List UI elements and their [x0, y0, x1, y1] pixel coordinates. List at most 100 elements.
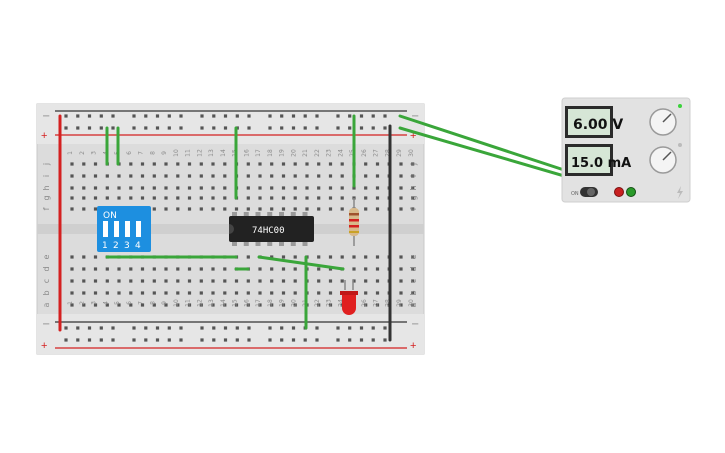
- breadboard-hole[interactable]: [411, 291, 415, 295]
- breadboard-hole[interactable]: [223, 326, 228, 330]
- breadboard-hole[interactable]: [364, 279, 368, 283]
- breadboard-hole[interactable]: [280, 338, 284, 342]
- breadboard-hole[interactable]: [317, 291, 321, 295]
- dip-toggle-2[interactable]: [114, 221, 119, 237]
- breadboard-hole[interactable]: [411, 255, 415, 259]
- breadboard-hole[interactable]: [375, 267, 380, 271]
- breadboard-hole[interactable]: [281, 207, 286, 211]
- breadboard-hole[interactable]: [199, 162, 203, 166]
- breadboard-hole[interactable]: [164, 267, 168, 271]
- breadboard-hole[interactable]: [199, 267, 203, 271]
- dip-toggle-3[interactable]: [125, 221, 130, 237]
- breadboard-hole[interactable]: [64, 126, 68, 130]
- breadboard-hole[interactable]: [270, 255, 274, 259]
- breadboard-hole[interactable]: [152, 207, 156, 211]
- breadboard-hole[interactable]: [270, 279, 274, 283]
- breadboard-hole[interactable]: [371, 126, 375, 130]
- breadboard-hole[interactable]: [270, 196, 274, 200]
- breadboard-hole[interactable]: [164, 207, 168, 211]
- breadboard-hole[interactable]: [87, 114, 92, 118]
- breadboard-hole[interactable]: [246, 255, 250, 259]
- breadboard-hole[interactable]: [375, 186, 380, 190]
- breadboard-hole[interactable]: [246, 207, 250, 211]
- breadboard-hole[interactable]: [211, 162, 215, 166]
- breadboard-hole[interactable]: [140, 279, 145, 283]
- breadboard-hole[interactable]: [411, 207, 415, 211]
- breadboard-hole[interactable]: [246, 174, 250, 178]
- breadboard-hole[interactable]: [281, 255, 286, 259]
- breadboard-hole[interactable]: [399, 207, 403, 211]
- breadboard-hole[interactable]: [270, 207, 274, 211]
- breadboard-hole[interactable]: [64, 114, 68, 118]
- breadboard-hole[interactable]: [200, 338, 204, 342]
- breadboard-hole[interactable]: [144, 326, 148, 330]
- breadboard-hole[interactable]: [340, 186, 344, 190]
- breadboard-hole[interactable]: [234, 291, 239, 295]
- breadboard-hole[interactable]: [411, 303, 415, 307]
- breadboard-hole[interactable]: [117, 303, 121, 307]
- breadboard-hole[interactable]: [293, 255, 297, 259]
- breadboard-hole[interactable]: [375, 279, 380, 283]
- breadboard-hole[interactable]: [187, 303, 192, 307]
- breadboard-holes[interactable]: [64, 114, 415, 342]
- breadboard-hole[interactable]: [152, 267, 156, 271]
- breadboard-hole[interactable]: [70, 279, 74, 283]
- breadboard-hole[interactable]: [199, 291, 203, 295]
- breadboard-hole[interactable]: [82, 291, 86, 295]
- breadboard-hole[interactable]: [328, 279, 333, 283]
- breadboard-hole[interactable]: [305, 174, 309, 178]
- breadboard-hole[interactable]: [328, 267, 333, 271]
- breadboard-hole[interactable]: [411, 267, 415, 271]
- breadboard-hole[interactable]: [111, 326, 115, 330]
- breadboard-hole[interactable]: [340, 174, 344, 178]
- breadboard-hole[interactable]: [129, 303, 133, 307]
- breadboard-hole[interactable]: [117, 196, 121, 200]
- breadboard-hole[interactable]: [375, 196, 380, 200]
- breadboard-hole[interactable]: [200, 126, 204, 130]
- breadboard-hole[interactable]: [317, 196, 321, 200]
- breadboard-hole[interactable]: [82, 303, 86, 307]
- breadboard-hole[interactable]: [93, 162, 98, 166]
- breadboard-hole[interactable]: [315, 338, 319, 342]
- breadboard-hole[interactable]: [199, 174, 203, 178]
- breadboard-hole[interactable]: [328, 162, 333, 166]
- breadboard-hole[interactable]: [93, 255, 98, 259]
- breadboard-hole[interactable]: [270, 162, 274, 166]
- breadboard-hole[interactable]: [352, 255, 356, 259]
- breadboard-hole[interactable]: [99, 126, 103, 130]
- breadboard-hole[interactable]: [93, 207, 98, 211]
- breadboard-hole[interactable]: [105, 303, 109, 307]
- breadboard-hole[interactable]: [211, 174, 215, 178]
- breadboard-hole[interactable]: [223, 126, 228, 130]
- breadboard-hole[interactable]: [328, 255, 333, 259]
- breadboard-hole[interactable]: [99, 114, 103, 118]
- breadboard-hole[interactable]: [280, 114, 284, 118]
- breadboard-hole[interactable]: [359, 326, 364, 330]
- breadboard-hole[interactable]: [87, 326, 92, 330]
- breadboard-hole[interactable]: [211, 279, 215, 283]
- breadboard-hole[interactable]: [399, 303, 403, 307]
- breadboard-hole[interactable]: [268, 326, 272, 330]
- breadboard-hole[interactable]: [152, 162, 156, 166]
- breadboard-hole[interactable]: [371, 338, 375, 342]
- breadboard-hole[interactable]: [111, 114, 115, 118]
- breadboard-hole[interactable]: [340, 279, 344, 283]
- breadboard-hole[interactable]: [152, 279, 156, 283]
- breadboard-hole[interactable]: [305, 186, 309, 190]
- breadboard-hole[interactable]: [212, 326, 216, 330]
- breadboard-hole[interactable]: [317, 186, 321, 190]
- breadboard-hole[interactable]: [82, 279, 86, 283]
- breadboard-hole[interactable]: [76, 338, 80, 342]
- breadboard-hole[interactable]: [82, 162, 86, 166]
- breadboard-hole[interactable]: [293, 174, 297, 178]
- breadboard-hole[interactable]: [317, 267, 321, 271]
- breadboard-hole[interactable]: [179, 126, 183, 130]
- breadboard-hole[interactable]: [293, 303, 297, 307]
- breadboard-hole[interactable]: [268, 114, 272, 118]
- breadboard-hole[interactable]: [399, 291, 403, 295]
- breadboard-hole[interactable]: [399, 255, 403, 259]
- breadboard-hole[interactable]: [76, 126, 80, 130]
- breadboard-hole[interactable]: [176, 162, 180, 166]
- breadboard-hole[interactable]: [340, 255, 344, 259]
- breadboard-hole[interactable]: [176, 207, 180, 211]
